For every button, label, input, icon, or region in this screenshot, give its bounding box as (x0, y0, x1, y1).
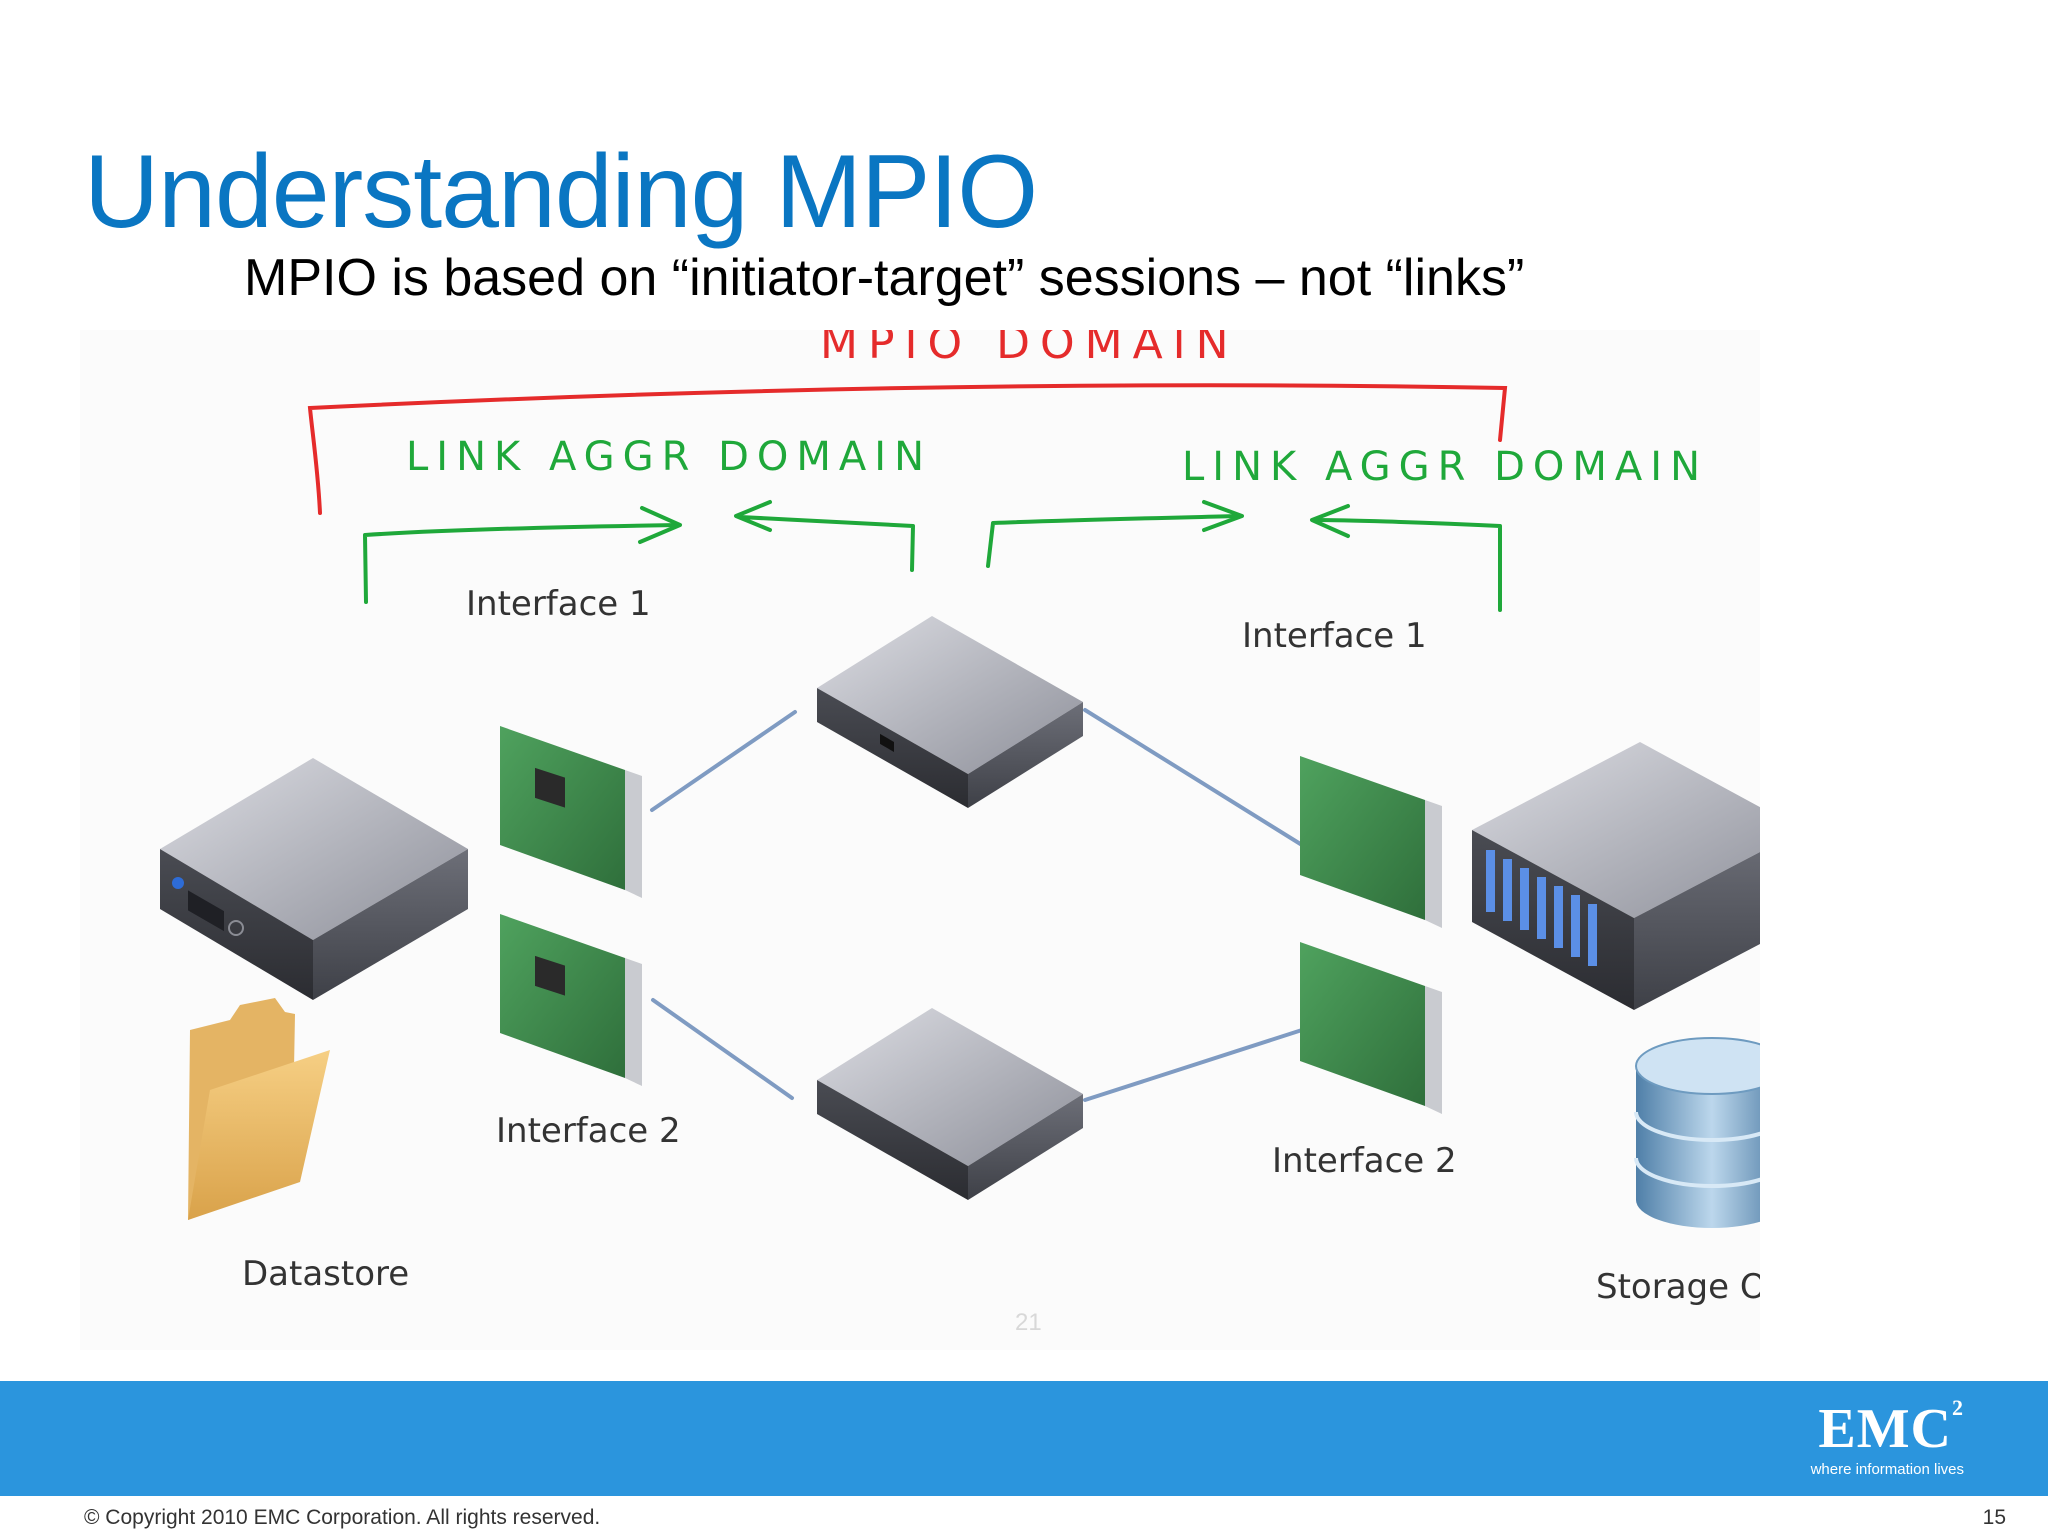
switch-top-icon (817, 616, 1083, 808)
storage-object-label: Storage Object (1596, 1267, 1760, 1307)
slide-subtitle: MPIO is based on “initiator-target” sess… (244, 249, 1525, 307)
right-nic-2-icon (1300, 942, 1442, 1114)
network-links (650, 708, 1304, 1102)
mpio-domain-bracket (307, 383, 1508, 515)
link-aggr-right-label: LINK AGGR DOMAIN (1182, 444, 1708, 490)
link-aggr-left-arrows (363, 500, 1502, 612)
storage-object-database-icon (1634, 1037, 1760, 1228)
emc-logo-brand: EMC2 (1818, 1395, 1964, 1460)
left-interface-1-label: Interface 1 (466, 584, 651, 624)
datastore-label: Datastore (242, 1254, 409, 1294)
slide-number: 15 (1982, 1506, 2006, 1529)
left-nic-2-icon (500, 914, 642, 1086)
host-server-icon (160, 758, 468, 1000)
left-interface-2-label: Interface 2 (496, 1111, 681, 1151)
right-interface-2-label: Interface 2 (1272, 1141, 1457, 1181)
emc-logo-tagline: where information lives (1810, 1461, 1964, 1478)
slide-title: Understanding MPIO (84, 134, 1038, 250)
storage-array-icon (1472, 742, 1760, 1010)
copyright-notice: © Copyright 2010 EMC Corporation. All ri… (84, 1506, 601, 1529)
mpio-diagram: MPIO DOMAIN LINK AGGR DOMAIN LINK AGGR D… (80, 330, 1760, 1350)
link-aggr-left-label: LINK AGGR DOMAIN (406, 434, 932, 480)
embedded-page-number: 21 (1015, 1309, 1042, 1336)
right-interface-1-label: Interface 1 (1242, 616, 1427, 656)
footer-band: EMC2 where information lives (0, 1381, 2048, 1496)
left-nic-1-icon (500, 726, 642, 898)
right-nic-1-icon (1300, 756, 1442, 928)
mpio-diagram-svg: MPIO DOMAIN LINK AGGR DOMAIN LINK AGGR D… (160, 330, 1760, 1336)
emc-logo: EMC2 where information lives (1810, 1395, 1964, 1479)
datastore-folder-icon (188, 998, 330, 1220)
switch-bottom-icon (817, 1008, 1083, 1200)
mpio-domain-label: MPIO DOMAIN (820, 330, 1239, 369)
